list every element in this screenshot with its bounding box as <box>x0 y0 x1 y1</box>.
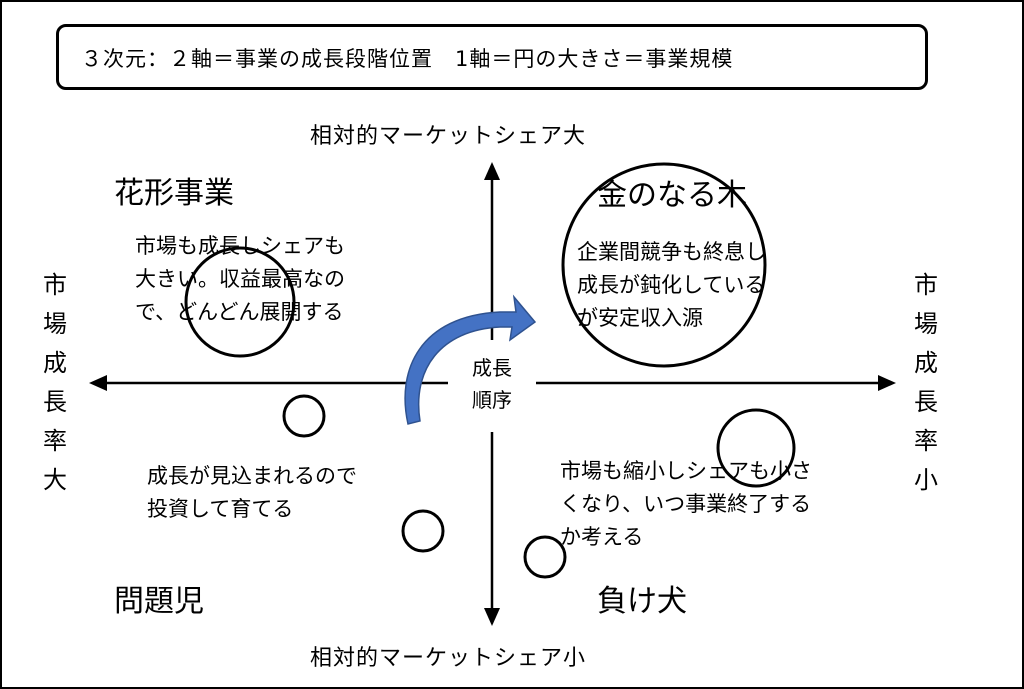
axis-label-top: 相対的マーケットシェア大 <box>310 124 587 149</box>
growth-order-arrow <box>404 294 537 425</box>
text-line: 成長が鈍化している <box>577 273 766 297</box>
quadrant-text-question: 成長が見込まれるので 投資して育てる <box>147 460 357 526</box>
title-box: ３次元：２軸＝事業の成長段階位置 1軸＝円の大きさ＝事業規模 <box>56 24 928 90</box>
quadrant-text-dog: 市場も縮小しシェアも小さ くなり、いつ事業終了する か考える <box>560 455 812 554</box>
quadrant-title-dog: 負け犬 <box>597 584 687 619</box>
arrowhead-left <box>89 375 107 391</box>
center-label-line: 順序 <box>472 388 512 412</box>
text-line: くなり、いつ事業終了する <box>560 492 812 516</box>
question-circle-2 <box>401 509 445 553</box>
arrowhead-down <box>484 608 500 626</box>
growth-order-label: 成長 順序 <box>462 352 522 416</box>
text-line: が安定収入源 <box>577 306 703 330</box>
quadrant-title-cash-cow: 金のなる木 <box>597 178 747 213</box>
arrowhead-up <box>484 162 500 180</box>
title-text: ３次元：２軸＝事業の成長段階位置 1軸＝円の大きさ＝事業規模 <box>81 47 734 71</box>
axis-label-bottom: 相対的マーケットシェア小 <box>310 646 587 671</box>
dog-circle-2 <box>523 535 567 579</box>
axis-label-left: 市場成長率大 <box>43 271 67 494</box>
quadrant-title-star: 花形事業 <box>114 176 234 211</box>
text-line: 投資して育てる <box>147 497 294 521</box>
quadrant-text-star: 市場も成長しシェアも 大きい。収益最高なの で、どんどん展開する <box>135 230 345 329</box>
quadrant-text-cash-cow: 企業間競争も終息し 成長が鈍化している が安定収入源 <box>577 236 766 335</box>
quadrant-title-question: 問題児 <box>114 584 204 619</box>
text-line: か考える <box>560 525 644 549</box>
dog-circle-1 <box>716 408 796 488</box>
text-line: 大きい。収益最高なの <box>135 267 345 291</box>
arrowhead-right <box>878 375 896 391</box>
center-label-line: 成長 <box>472 356 512 380</box>
text-line: 企業間競争も終息し <box>577 240 766 264</box>
text-line: 成長が見込まれるので <box>147 464 357 488</box>
cash-cow-circle <box>561 162 767 368</box>
star-business-circle <box>184 246 296 358</box>
text-line: 市場も縮小しシェアも小さ <box>560 459 812 483</box>
text-line: で、どんどん展開する <box>135 300 344 324</box>
text-line: 市場も成長しシェアも <box>135 234 345 258</box>
question-circle-1 <box>282 394 326 438</box>
axis-label-right: 市場成長率小 <box>914 271 938 494</box>
